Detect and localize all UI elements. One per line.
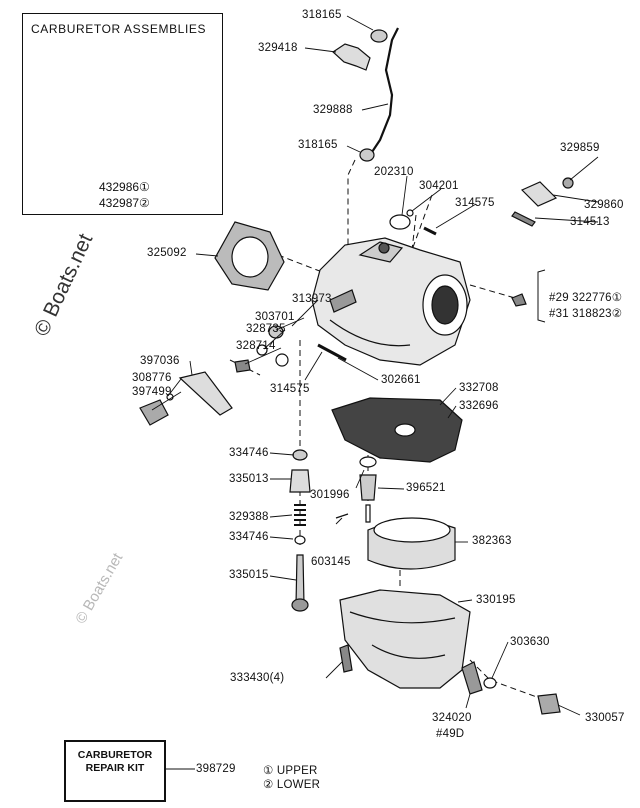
jet-324020 — [461, 661, 483, 695]
pin-314575-bot — [317, 343, 347, 362]
screw-333430 — [339, 644, 353, 673]
arm-397036 — [178, 371, 233, 416]
seat-335013 — [289, 469, 311, 493]
part-397036[interactable]: 397036 — [140, 355, 180, 367]
part-302661[interactable]: 302661 — [381, 374, 421, 386]
part-328735[interactable]: 328735 — [246, 323, 286, 335]
part-334746-a[interactable]: 334746 — [229, 447, 269, 459]
screw-330057 — [537, 693, 561, 715]
repair-kit-title: CARBURETOR REPAIR KIT — [77, 749, 153, 774]
part-318165-mid[interactable]: 318165 — [298, 139, 338, 151]
part-304201[interactable]: 304201 — [419, 180, 459, 192]
pin-314575-top — [423, 226, 437, 236]
washer-328735 — [256, 344, 268, 356]
screw-329859 — [562, 177, 574, 189]
part-330057[interactable]: 330057 — [585, 712, 625, 724]
inset-part-lower[interactable]: 432987② — [99, 196, 150, 210]
needle-335015 — [295, 554, 305, 606]
lever-329418 — [332, 43, 371, 71]
pin-304201 — [406, 209, 414, 217]
bracket — [537, 269, 546, 323]
part-330195[interactable]: 330195 — [476, 594, 516, 606]
part-303701[interactable]: 303701 — [255, 311, 295, 323]
part-301996[interactable]: 301996 — [310, 489, 350, 501]
part-303630[interactable]: 303630 — [510, 636, 550, 648]
part-324020-note: #49D — [436, 728, 465, 740]
part-325092[interactable]: 325092 — [147, 247, 187, 259]
part-334746-b[interactable]: 334746 — [229, 531, 269, 543]
plate-329860 — [520, 181, 558, 207]
carburetor-body — [311, 237, 471, 366]
part-332696[interactable]: 332696 — [459, 400, 499, 412]
washer-334746-a — [292, 449, 308, 461]
part-329860[interactable]: 329860 — [584, 199, 624, 211]
bushing-397499 — [139, 399, 169, 426]
gasket-303630 — [483, 677, 497, 689]
inset-part-upper[interactable]: 432986① — [99, 180, 150, 194]
jet-396521 — [359, 474, 377, 501]
part-308776[interactable]: 308776 — [132, 372, 172, 384]
clip-318165-mid — [359, 148, 375, 162]
part-329388[interactable]: 329388 — [229, 511, 269, 523]
part-333430[interactable]: 333430(4) — [230, 672, 285, 684]
plug-202310 — [389, 214, 411, 230]
carburetor-assemblies-inset: CARBURETOR ASSEMBLIES 432986① 432987② — [22, 13, 223, 215]
part-603145[interactable]: 603145 — [311, 556, 351, 568]
part-332708[interactable]: 332708 — [459, 382, 499, 394]
washer-313973 — [275, 353, 289, 367]
part-314513[interactable]: 314513 — [570, 216, 610, 228]
screw-328714 — [234, 359, 251, 373]
bracket-lower-part[interactable]: #31 318823② — [549, 308, 623, 320]
bracket-upper-part[interactable]: #29 322776① — [549, 292, 623, 304]
part-202310[interactable]: 202310 — [374, 166, 414, 178]
washer-301996 — [359, 456, 377, 468]
inset-title: CARBURETOR ASSEMBLIES — [31, 22, 207, 36]
part-335013[interactable]: 335013 — [229, 473, 269, 485]
part-398729[interactable]: 398729 — [196, 763, 236, 775]
part-313973[interactable]: 313973 — [292, 293, 332, 305]
screw-314513 — [511, 211, 536, 227]
part-324020[interactable]: 324020 — [432, 712, 472, 724]
part-329859[interactable]: 329859 — [560, 142, 600, 154]
washer-334746-b — [294, 535, 306, 545]
plug-322776 — [511, 293, 527, 307]
part-329418[interactable]: 329418 — [258, 42, 298, 54]
bowl-330195 — [339, 589, 471, 689]
repair-kit-box: CARBURETOR REPAIR KIT — [64, 740, 166, 802]
part-396521[interactable]: 396521 — [406, 482, 446, 494]
part-335015[interactable]: 335015 — [229, 569, 269, 581]
part-318165-top[interactable]: 318165 — [302, 9, 342, 21]
part-314575-bot[interactable]: 314575 — [270, 383, 310, 395]
clip-318165-top — [370, 29, 388, 43]
part-397499[interactable]: 397499 — [132, 386, 172, 398]
legend-upper: ① UPPER — [263, 765, 318, 777]
part-329888[interactable]: 329888 — [313, 104, 353, 116]
legend-lower: ② LOWER — [263, 779, 321, 791]
clip-603145 — [335, 513, 349, 519]
link-rod — [371, 27, 399, 153]
part-328714[interactable]: 328714 — [236, 340, 276, 352]
spring-329388 — [294, 504, 306, 526]
part-314575-top[interactable]: 314575 — [455, 197, 495, 209]
part-382363[interactable]: 382363 — [472, 535, 512, 547]
